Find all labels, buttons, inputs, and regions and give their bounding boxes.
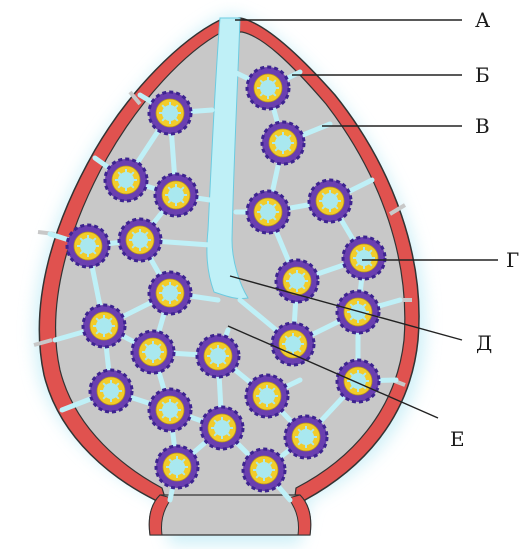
spore-cell-0 — [247, 67, 289, 109]
spore-cell-18 — [90, 370, 132, 412]
spore-cell-4 — [309, 180, 351, 222]
spore-cell-9 — [343, 237, 385, 279]
spore-cell-6 — [247, 191, 289, 233]
spore-cell-10 — [276, 260, 318, 302]
label-g: Г — [506, 248, 519, 272]
spore-cell-17 — [337, 360, 379, 402]
spore-cell-8 — [119, 219, 161, 261]
spore-cell-5 — [155, 174, 197, 216]
label-v: В — [475, 114, 490, 138]
spore-cell-21 — [201, 407, 243, 449]
stalk — [149, 495, 310, 535]
spore-cell-14 — [272, 323, 314, 365]
spore-cell-19 — [246, 375, 288, 417]
spore-cell-22 — [285, 416, 327, 458]
label-b: Б — [475, 63, 490, 87]
spore-cell-15 — [132, 331, 174, 373]
label-d: Д — [476, 331, 492, 355]
spore-cell-7 — [67, 225, 109, 267]
spore-cell-16 — [197, 335, 239, 377]
label-a: А — [475, 8, 490, 32]
spore-cell-2 — [262, 122, 304, 164]
spore-cell-3 — [105, 159, 147, 201]
spore-cell-1 — [149, 92, 191, 134]
spore-cell-24 — [243, 449, 285, 491]
spore-cell-20 — [149, 389, 191, 431]
label-e: Е — [450, 427, 465, 451]
spore-cell-13 — [83, 305, 125, 347]
spore-cell-23 — [156, 446, 198, 488]
spore-cell-11 — [149, 272, 191, 314]
